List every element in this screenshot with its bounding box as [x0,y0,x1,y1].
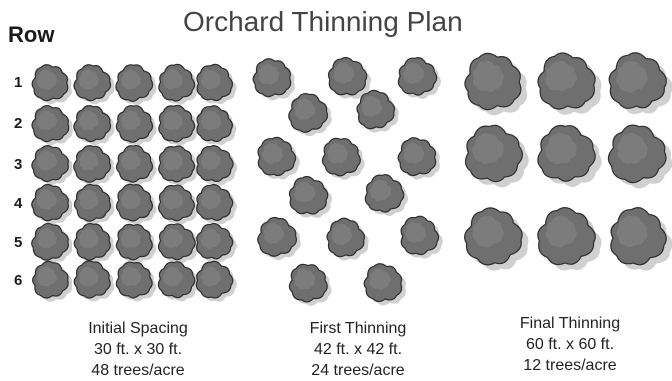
tree-initial-r6-c4 [158,262,198,302]
tree-initial-r4-c3 [117,184,157,224]
tree-first-7 [322,138,364,179]
tree-initial-r1-c1 [32,65,72,105]
tree-first-14 [289,264,331,305]
tree-initial-r4-c4 [159,185,199,224]
tree-final-r2-c2 [538,126,602,187]
tree-first-1 [253,59,295,101]
tree-final-r1-c2 [538,53,602,115]
tree-initial-r1-c5 [197,64,237,104]
tree-initial-r3-c1 [32,146,73,186]
tree-initial-r4-c5 [197,185,237,225]
tree-initial-r5-c2 [74,223,114,263]
tree-initial-r4-c2 [74,185,114,225]
tree-initial-r3-c3 [117,146,157,186]
tree-initial-r6-c3 [116,262,156,301]
tree-initial-r5-c5 [197,223,237,262]
tree-first-15 [364,264,406,306]
tree-final-r2-c3 [608,125,672,188]
tree-initial-r6-c5 [196,261,236,301]
caption-initial-spacing-value: 30 ft. x 30 ft. [63,339,213,360]
tree-final-r1-c1 [465,53,527,115]
tree-first-8 [398,138,440,180]
tree-initial-r2-c5 [197,106,236,145]
caption-final-thinning: Final Thinning 60 ft. x 60 ft. 12 trees/… [495,313,645,376]
tree-initial-r6-c2 [74,261,114,302]
tree-initial-r5-c3 [116,224,156,263]
tree-initial-r6-c1 [33,261,73,301]
tree-first-6 [258,137,300,179]
tree-final-r3-c3 [611,208,672,271]
caption-initial-spacing: Initial Spacing 30 ft. x 30 ft. 48 trees… [63,318,213,381]
tree-first-9 [289,176,332,217]
tree-first-4 [289,94,332,137]
tree-first-2 [328,57,371,98]
tree-initial-r3-c5 [197,146,237,185]
tree-first-13 [401,216,443,258]
tree-first-12 [327,218,369,260]
tree-initial-r2-c1 [32,106,73,146]
tree-first-5 [357,90,399,132]
tree-final-r3-c2 [538,208,602,271]
tree-initial-r2-c2 [74,106,115,146]
caption-first-spacing-value: 42 ft. x 42 ft. [283,339,433,360]
tree-initial-r1-c4 [159,64,199,104]
caption-final-density: 12 trees/acre [495,355,645,376]
caption-final-name: Final Thinning [495,313,645,334]
tree-final-r1-c3 [609,53,672,114]
tree-layout-diagram [0,0,672,320]
tree-initial-r5-c4 [159,224,200,263]
tree-initial-r4-c1 [32,185,73,225]
tree-initial-r2-c4 [159,105,199,145]
caption-first-thinning: First Thinning 42 ft. x 42 ft. 24 trees/… [283,318,433,381]
caption-initial-density: 48 trees/acre [63,360,213,381]
tree-first-11 [258,218,301,261]
tree-final-r3-c1 [465,208,529,271]
tree-initial-r2-c3 [116,106,156,146]
caption-first-density: 24 trees/acre [283,360,433,381]
caption-initial-name: Initial Spacing [63,318,213,339]
caption-first-name: First Thinning [283,318,433,339]
tree-first-3 [398,58,441,99]
tree-first-10 [365,175,408,216]
caption-final-spacing-value: 60 ft. x 60 ft. [495,334,645,355]
tree-initial-r3-c4 [159,146,199,186]
tree-final-r2-c1 [466,125,529,187]
tree-initial-r1-c2 [74,65,115,105]
tree-initial-r3-c2 [74,146,115,186]
tree-initial-r1-c3 [116,65,157,105]
tree-initial-r5-c1 [32,223,73,263]
